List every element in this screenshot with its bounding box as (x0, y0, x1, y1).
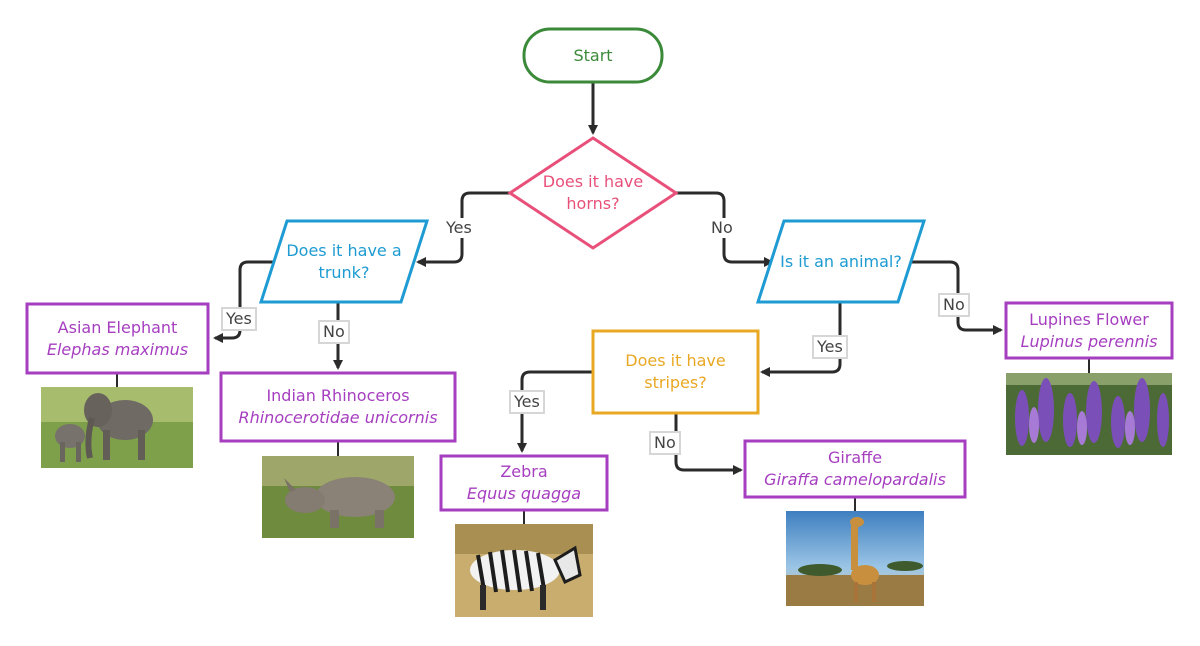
trunk-question-shape (258, 219, 430, 304)
edge-label-horns-yes: Yes (443, 218, 475, 238)
edge-label-horns-no: No (708, 218, 736, 238)
edge-label-stripes-no: No (649, 431, 681, 455)
rhino-photo (262, 456, 414, 538)
elephant-photo (41, 387, 193, 468)
edge-label-animal-no: No (938, 293, 970, 317)
edge-label-animal-yes: Yes (812, 335, 848, 359)
edge-label-trunk-no: No (318, 320, 350, 344)
elephant-node-shape (25, 302, 210, 375)
horns-decision-shape (507, 136, 679, 250)
edge-label-trunk-yes: Yes (221, 307, 257, 331)
lupines-photo (1006, 373, 1172, 455)
image-stubs (116, 358, 1090, 524)
animal-question-shape (755, 219, 927, 304)
stripes-node-shape (591, 329, 760, 415)
edge-stripes-giraffe (674, 413, 743, 475)
giraffe-node-shape (743, 439, 967, 499)
edge-stripes-zebra (517, 370, 593, 453)
lupines-node-shape (1004, 301, 1174, 360)
zebra-photo (455, 524, 593, 617)
edge-trunk-elephant (213, 260, 277, 343)
zebra-node-shape (439, 454, 609, 512)
start-node-shape (522, 27, 664, 84)
edge-animal-stripes (760, 302, 842, 377)
edge-label-stripes-yes: Yes (509, 390, 545, 414)
rhino-node-shape (219, 371, 457, 443)
giraffe-photo (786, 511, 924, 606)
